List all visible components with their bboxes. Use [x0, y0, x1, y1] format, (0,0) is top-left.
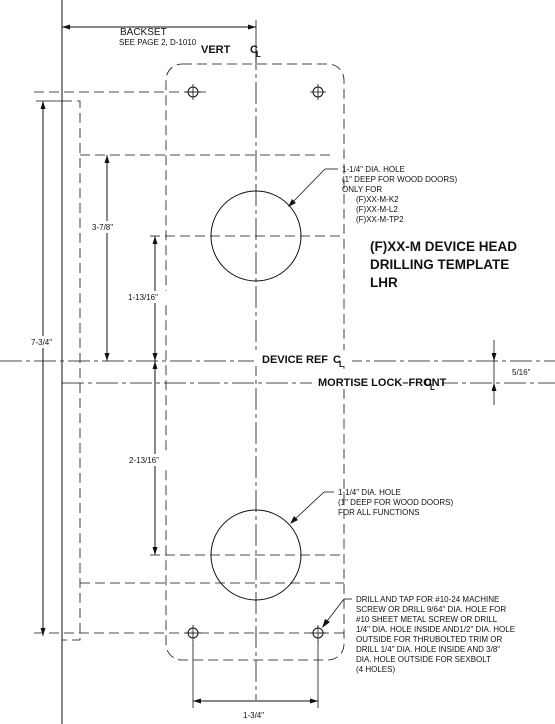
mortise-lock-front-label: MORTISE LOCK–FRONT — [318, 377, 447, 389]
vert-cl-c-glyph: C — [250, 44, 258, 56]
mortise-outline — [62, 100, 81, 641]
screw-hole-top-right — [310, 84, 326, 100]
lower-drill-hole — [210, 509, 302, 601]
device-ref-cl-c-glyph: C — [333, 354, 341, 366]
note-line: (1" DEEP FOR WOOD DOORS) — [342, 175, 457, 184]
note-line: 1/4" DIA. HOLE INSIDE AND1/2" DIA. HOLE — [356, 625, 515, 634]
device-ref-cl-l-glyph: L — [339, 360, 344, 369]
lower-hole-note: 1-1/4" DIA. HOLE (1" DEEP FOR WOOD DOORS… — [338, 488, 453, 517]
note-line: SCREW OR DRILL 9/64" DIA. HOLE FOR — [356, 605, 506, 614]
mortise-cl-c-glyph: C — [424, 377, 432, 389]
template-title-line-2: DRILLING TEMPLATE — [370, 257, 509, 272]
note-line: DRILL AND TAP FOR #10-24 MACHINE — [356, 595, 499, 604]
note-line: 1-1/4" DIA. HOLE — [342, 165, 405, 174]
dim-3-7-8-label: 3-7/8" — [92, 223, 113, 232]
dim-7-3-4-label: 7-3/4" — [31, 338, 52, 347]
screw-hole-top-left — [185, 84, 201, 100]
note-line: ONLY FOR — [342, 185, 382, 194]
upper-drill-hole — [210, 190, 302, 282]
screw-hole-bottom-left — [185, 625, 201, 641]
upper-hole-note: 1-1/4" DIA. HOLE (1" DEEP FOR WOOD DOORS… — [342, 165, 457, 224]
vert-cl-l-glyph: L — [256, 50, 261, 59]
vert-label: VERT — [201, 44, 231, 56]
note-line: 1-1/4" DIA. HOLE — [338, 488, 401, 497]
note-line: (1" DEEP FOR WOOD DOORS) — [338, 498, 453, 507]
note-line: (F)XX-M-K2 — [356, 195, 399, 204]
screw-hole-bottom-right — [310, 625, 326, 641]
drill-tap-note: DRILL AND TAP FOR #10-24 MACHINE SCREW O… — [356, 595, 515, 674]
dim-2-13-16-label: 2-13/16" — [129, 456, 159, 465]
backset-reference-label: SEE PAGE 2, D-1010 — [119, 38, 197, 47]
template-title-line-3: LHR — [370, 275, 398, 290]
note-line: DIA. HOLE OUTSIDE FOR SEXBOLT — [356, 655, 491, 664]
note-line: DRILL 1/4" DIA. HOLE INSIDE AND 3/8" — [356, 645, 500, 654]
dim-1-3-4-label: 1-3/4" — [243, 711, 264, 720]
note-line: (F)XX-M-TP2 — [356, 215, 404, 224]
note-line: (F)XX-M-L2 — [356, 205, 398, 214]
template-title-line-1: (F)XX-M DEVICE HEAD — [370, 239, 517, 254]
note-line: (4 HOLES) — [356, 665, 395, 674]
dim-5-16-label: 5/16" — [512, 368, 531, 377]
backset-label: BACKSET — [120, 27, 167, 38]
device-ref-label: DEVICE REF — [262, 354, 328, 366]
mortise-cl-l-glyph: L — [430, 383, 435, 392]
note-line: OUTSIDE FOR THRUBOLTED TRIM OR — [356, 635, 502, 644]
note-line: #10 SHEET METAL SCREW OR DRILL — [356, 615, 498, 624]
dim-1-13-16-label: 1-13/16" — [128, 293, 158, 302]
note-line: FOR ALL FUNCTIONS — [338, 508, 420, 517]
